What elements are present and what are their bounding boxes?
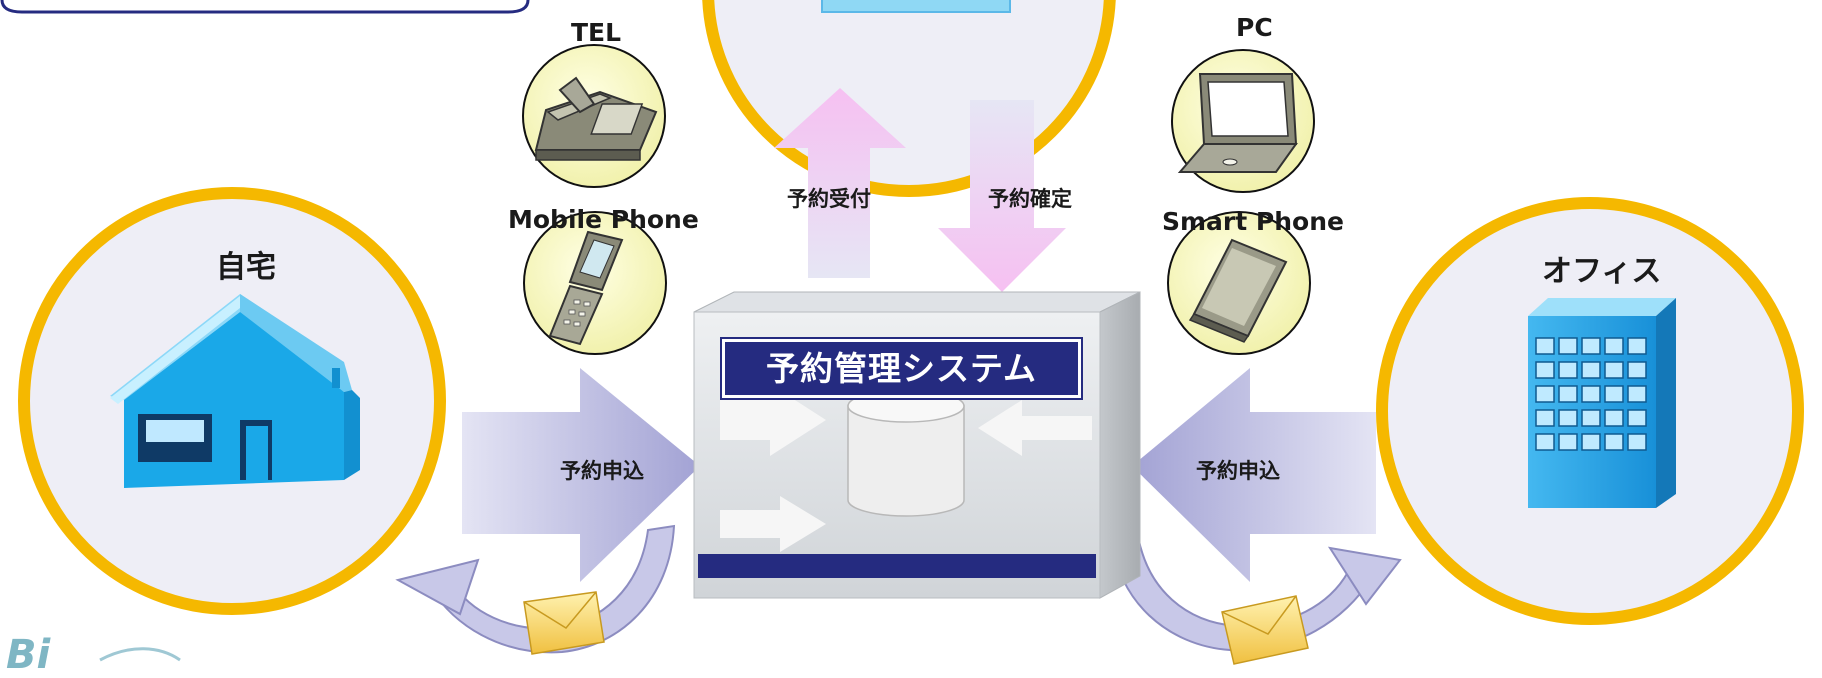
office-window xyxy=(1558,337,1578,355)
reserve-apply-right-arrow xyxy=(1132,368,1376,582)
office-window xyxy=(1535,433,1555,451)
reserve-accept-arrow xyxy=(774,88,906,278)
smartphone-icon xyxy=(1188,238,1288,343)
office-window xyxy=(1627,337,1647,355)
office-window xyxy=(1627,385,1647,403)
tel-device xyxy=(522,44,666,188)
house-icon xyxy=(110,294,360,488)
reserve-apply-left-arrow xyxy=(462,368,700,582)
office-window xyxy=(1558,385,1578,403)
office-window xyxy=(1627,409,1647,427)
office-window xyxy=(1535,337,1555,355)
office-label: オフィス xyxy=(1542,254,1662,289)
office-window xyxy=(1604,337,1624,355)
home-label: 自宅 xyxy=(216,250,276,285)
reserve-apply-left-label: 予約申込 xyxy=(560,459,644,483)
envelope-icon-left xyxy=(523,591,605,655)
pc-device xyxy=(1171,49,1315,193)
smartphone-device xyxy=(1167,211,1311,355)
office-window xyxy=(1627,361,1647,379)
office-window xyxy=(1604,433,1624,451)
mobile-label: Mobile Phone xyxy=(508,205,699,234)
office-location xyxy=(1376,197,1804,625)
office-window xyxy=(1535,361,1555,379)
info-frame xyxy=(0,0,530,14)
office-window xyxy=(1535,409,1555,427)
office-window xyxy=(1581,361,1601,379)
home-location xyxy=(18,187,446,615)
reserve-confirm-arrow xyxy=(938,100,1066,292)
tel-label: TEL xyxy=(571,18,622,47)
envelope-icon-right xyxy=(1221,595,1309,665)
office-window xyxy=(1627,433,1647,451)
office-window xyxy=(1581,337,1601,355)
office-building-icon xyxy=(1528,298,1676,508)
top-customer-circle xyxy=(702,0,1116,197)
reserve-accept-label: 予約受付 xyxy=(787,187,871,211)
logo-text: Bi xyxy=(6,632,51,678)
telephone-icon xyxy=(534,76,658,161)
mobile-device xyxy=(523,211,667,355)
pc-label: PC xyxy=(1236,13,1273,42)
office-windows xyxy=(1535,337,1647,451)
office-window xyxy=(1558,361,1578,379)
system-status-bar xyxy=(698,554,1096,578)
left-return-curve-arrow xyxy=(395,524,676,654)
reserve-apply-right-label: 予約申込 xyxy=(1196,459,1280,483)
reserve-confirm-label: 予約確定 xyxy=(988,187,1072,211)
office-window xyxy=(1604,361,1624,379)
database-icon xyxy=(847,389,965,517)
office-window xyxy=(1581,409,1601,427)
right-return-curve-arrow xyxy=(1110,535,1402,652)
flip-phone-icon xyxy=(548,230,624,346)
office-window xyxy=(1581,385,1601,403)
system-title: 予約管理システム xyxy=(722,339,1081,398)
logo-swoosh xyxy=(99,647,181,662)
office-window xyxy=(1558,433,1578,451)
office-window xyxy=(1604,385,1624,403)
office-window xyxy=(1604,409,1624,427)
office-window xyxy=(1535,385,1555,403)
office-window xyxy=(1558,409,1578,427)
laptop-icon xyxy=(1177,73,1298,173)
smart-label: Smart Phone xyxy=(1162,207,1344,236)
office-window xyxy=(1581,433,1601,451)
